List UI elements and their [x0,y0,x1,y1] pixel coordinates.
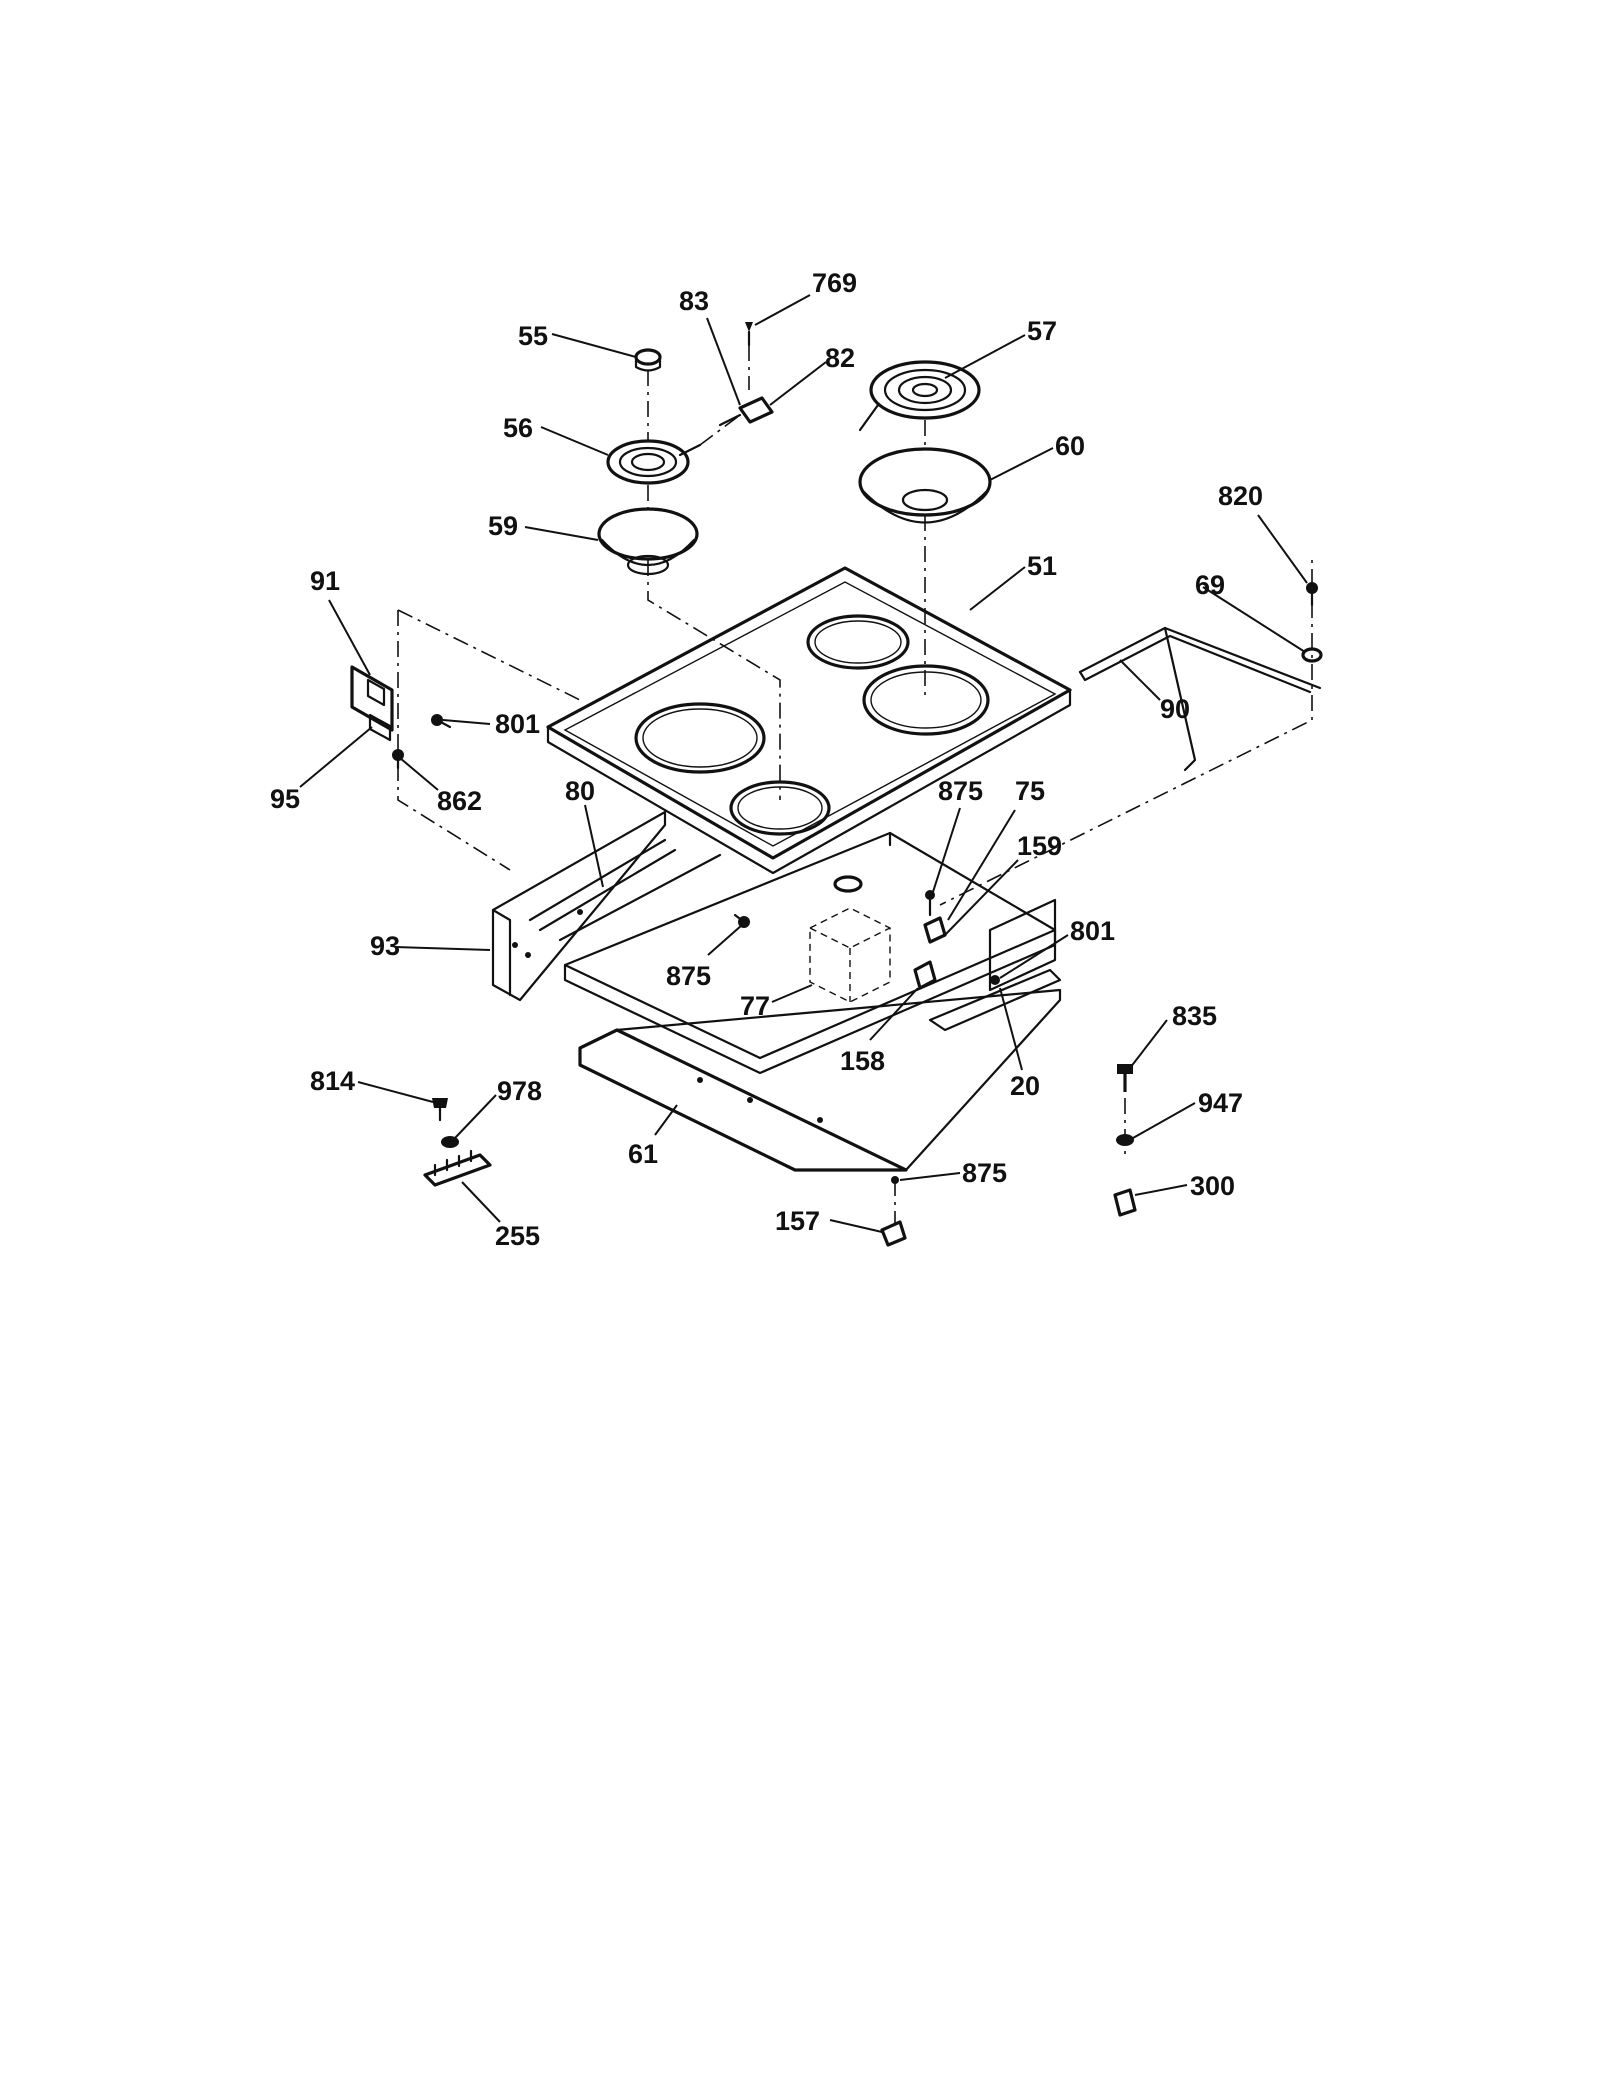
label-862: 862 [437,786,482,816]
label-90: 90 [1160,694,1190,724]
label-875-mid: 875 [666,961,711,991]
switch-159 [923,916,947,944]
label-83: 83 [679,286,709,316]
switch-158 [913,960,937,990]
label-91: 91 [310,566,340,596]
clip-69 [1301,647,1323,663]
bracket-300 [1113,1188,1137,1217]
label-947: 947 [1198,1088,1243,1118]
label-59: 59 [488,511,518,541]
screw-835 [1117,1064,1133,1092]
large-burner-57 [858,360,981,432]
label-875-upper: 875 [938,776,983,806]
small-burner-56 [606,439,702,485]
label-80: 80 [565,776,595,806]
label-801-left: 801 [495,709,540,739]
label-75: 75 [1015,776,1045,806]
label-60: 60 [1055,431,1085,461]
label-55: 55 [518,321,548,351]
bottom-tray-61 [578,988,1062,1172]
label-978: 978 [497,1076,542,1106]
label-61: 61 [628,1139,658,1169]
transformer-77 [809,875,891,1003]
alignment-lines [397,345,1313,1225]
label-835: 835 [1172,1001,1217,1031]
label-814: 814 [310,1066,355,1096]
screw-862 [392,749,404,770]
burner-cap-55 [634,348,662,372]
label-57: 57 [1027,316,1057,346]
screw-875-mid [733,913,750,928]
large-drip-pan-60 [858,447,992,524]
nut-978 [441,1136,459,1148]
screw-875-upper [925,890,935,917]
label-255: 255 [495,1221,540,1251]
screw-814 [432,1098,448,1122]
label-20: 20 [1010,1071,1040,1101]
label-820: 820 [1218,481,1263,511]
screw-820 [1306,582,1318,607]
receptacle-82 [718,396,774,427]
terminal-block-255 [423,1149,492,1187]
screw-875-lower [891,1176,899,1184]
screw-801-right [990,975,1000,985]
bracket-95 [368,713,392,742]
cooktop-surface-51 [546,566,1072,875]
rail-80 [528,838,722,942]
label-159: 159 [1017,831,1062,861]
hinge-91 [350,665,394,732]
label-69: 69 [1195,570,1225,600]
label-801-right: 801 [1070,916,1115,946]
label-300: 300 [1190,1171,1235,1201]
label-56: 56 [503,413,533,443]
screw-801-left [431,714,452,729]
label-95: 95 [270,784,300,814]
screw-769 [745,322,753,347]
label-875-lower: 875 [962,1158,1007,1188]
part-labels: 769 83 55 82 57 56 60 59 820 51 91 69 80… [270,268,1263,1251]
clip-157 [880,1220,907,1247]
wire-90 [1078,626,1322,772]
label-769: 769 [812,268,857,298]
label-158: 158 [840,1046,885,1076]
label-157: 157 [775,1206,820,1236]
label-77: 77 [740,991,770,1021]
side-panel-93 [491,810,667,1002]
washer-947 [1116,1134,1134,1146]
label-93: 93 [370,931,400,961]
leader-lines [299,294,1308,1233]
label-82: 82 [825,343,855,373]
burner-box-20 [563,831,1062,1075]
label-51: 51 [1027,551,1057,581]
